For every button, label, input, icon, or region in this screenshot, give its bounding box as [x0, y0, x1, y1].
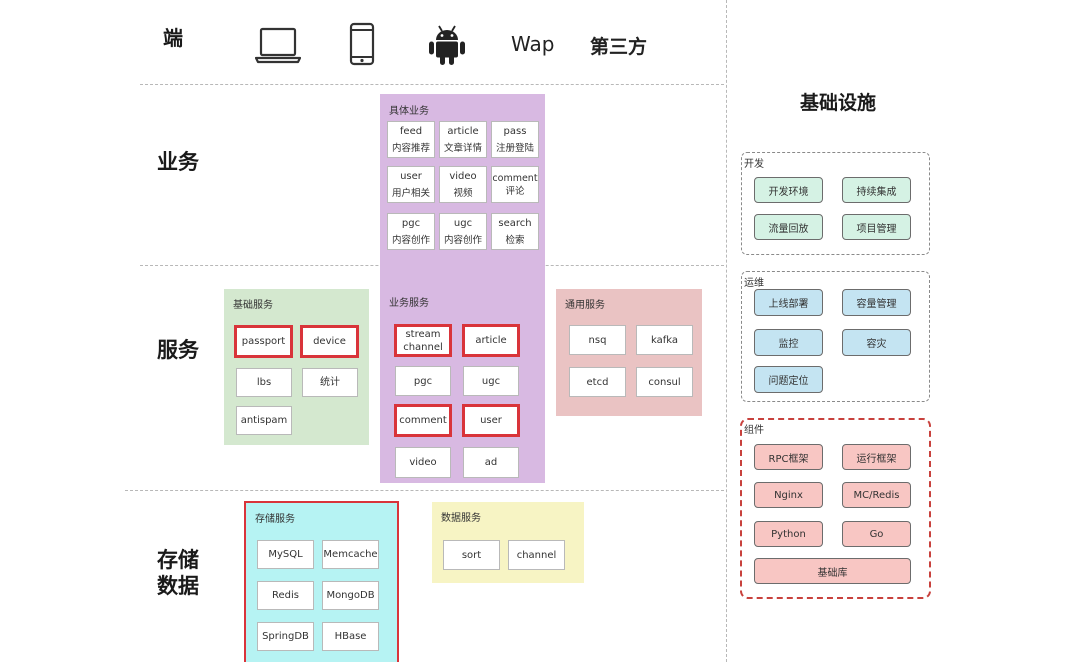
storage-hbase[interactable]: HBase: [322, 622, 379, 651]
row-label-storage: 存储: [157, 548, 199, 572]
infra-deploy[interactable]: 上线部署: [754, 289, 823, 316]
infra-dev-group: 开发: [741, 152, 930, 255]
basic-service-stats[interactable]: 统计: [302, 368, 358, 397]
biz-service-video[interactable]: video: [395, 447, 451, 478]
infra-ops-group: 运维: [741, 271, 930, 402]
infra-ci[interactable]: 持续集成: [842, 177, 911, 203]
infra-python[interactable]: Python: [754, 521, 823, 547]
biz-service-user[interactable]: user: [462, 404, 520, 437]
infra-ops-title: 运维: [744, 278, 764, 289]
infra-components-title: 组件: [744, 425, 764, 436]
storage-services-title: 存储服务: [255, 514, 295, 525]
infra-monitor[interactable]: 监控: [754, 329, 823, 356]
basic-service-antispam[interactable]: antispam: [236, 406, 292, 435]
data-services-title: 数据服务: [441, 513, 481, 524]
storage-memcache[interactable]: Memcache: [322, 540, 379, 569]
row-label-service: 服务: [157, 338, 199, 362]
infra-traffic-replay[interactable]: 流量回放: [754, 214, 823, 240]
row-label-endpoint: 端: [163, 26, 183, 50]
infra-components-group: 组件: [740, 418, 931, 599]
row-divider-3: [125, 490, 724, 491]
wap-label: Wap: [511, 32, 555, 56]
infra-runtime-framework[interactable]: 运行框架: [842, 444, 911, 470]
storage-redis[interactable]: Redis: [257, 581, 314, 610]
infra-mc-redis[interactable]: MC/Redis: [842, 482, 911, 508]
infra-disaster-recovery[interactable]: 容灾: [842, 329, 911, 356]
infra-troubleshoot[interactable]: 问题定位: [754, 366, 823, 393]
infra-divider: [726, 0, 727, 662]
basic-service-device[interactable]: device: [300, 325, 359, 358]
basic-service-passport[interactable]: passport: [234, 325, 293, 358]
common-service-consul[interactable]: consul: [636, 367, 693, 397]
infra-capacity[interactable]: 容量管理: [842, 289, 911, 316]
storage-mysql[interactable]: MySQL: [257, 540, 314, 569]
common-service-etcd[interactable]: etcd: [569, 367, 626, 397]
basic-services-title: 基础服务: [233, 300, 273, 311]
biz-service-ugc[interactable]: ugc: [463, 366, 519, 396]
infra-base-library[interactable]: 基础库: [754, 558, 911, 584]
infra-title: 基础设施: [800, 92, 877, 114]
biz-service-ad[interactable]: ad: [463, 447, 519, 478]
row-divider-1: [140, 84, 724, 85]
data-service-sort[interactable]: sort: [443, 540, 500, 570]
biz-services-title: 业务服务: [389, 298, 429, 309]
laptop-icon: [255, 27, 301, 64]
infra-rpc-framework[interactable]: RPC框架: [754, 444, 823, 470]
storage-springdb[interactable]: SpringDB: [257, 622, 314, 651]
data-service-channel[interactable]: channel: [508, 540, 565, 570]
infra-go[interactable]: Go: [842, 521, 911, 547]
common-service-nsq[interactable]: nsq: [569, 325, 626, 355]
biz-service-article[interactable]: article: [462, 324, 520, 357]
infra-project-mgmt[interactable]: 项目管理: [842, 214, 911, 240]
biz-service-comment[interactable]: comment: [394, 404, 452, 437]
infra-dev-title: 开发: [744, 159, 764, 170]
infra-nginx[interactable]: Nginx: [754, 482, 823, 508]
row-label-data: 数据: [157, 574, 199, 598]
phone-icon: [349, 22, 375, 66]
basic-service-lbs[interactable]: lbs: [236, 368, 292, 397]
common-services-title: 通用服务: [565, 300, 605, 311]
android-icon: [429, 25, 465, 65]
infra-dev-env[interactable]: 开发环境: [754, 177, 823, 203]
business-title: 具体业务: [389, 106, 429, 117]
biz-service-pgc[interactable]: pgc: [395, 366, 451, 396]
common-service-kafka[interactable]: kafka: [636, 325, 693, 355]
storage-mongodb[interactable]: MongoDB: [322, 581, 379, 610]
third-party-label: 第三方: [590, 36, 648, 58]
row-label-business: 业务: [157, 150, 199, 174]
